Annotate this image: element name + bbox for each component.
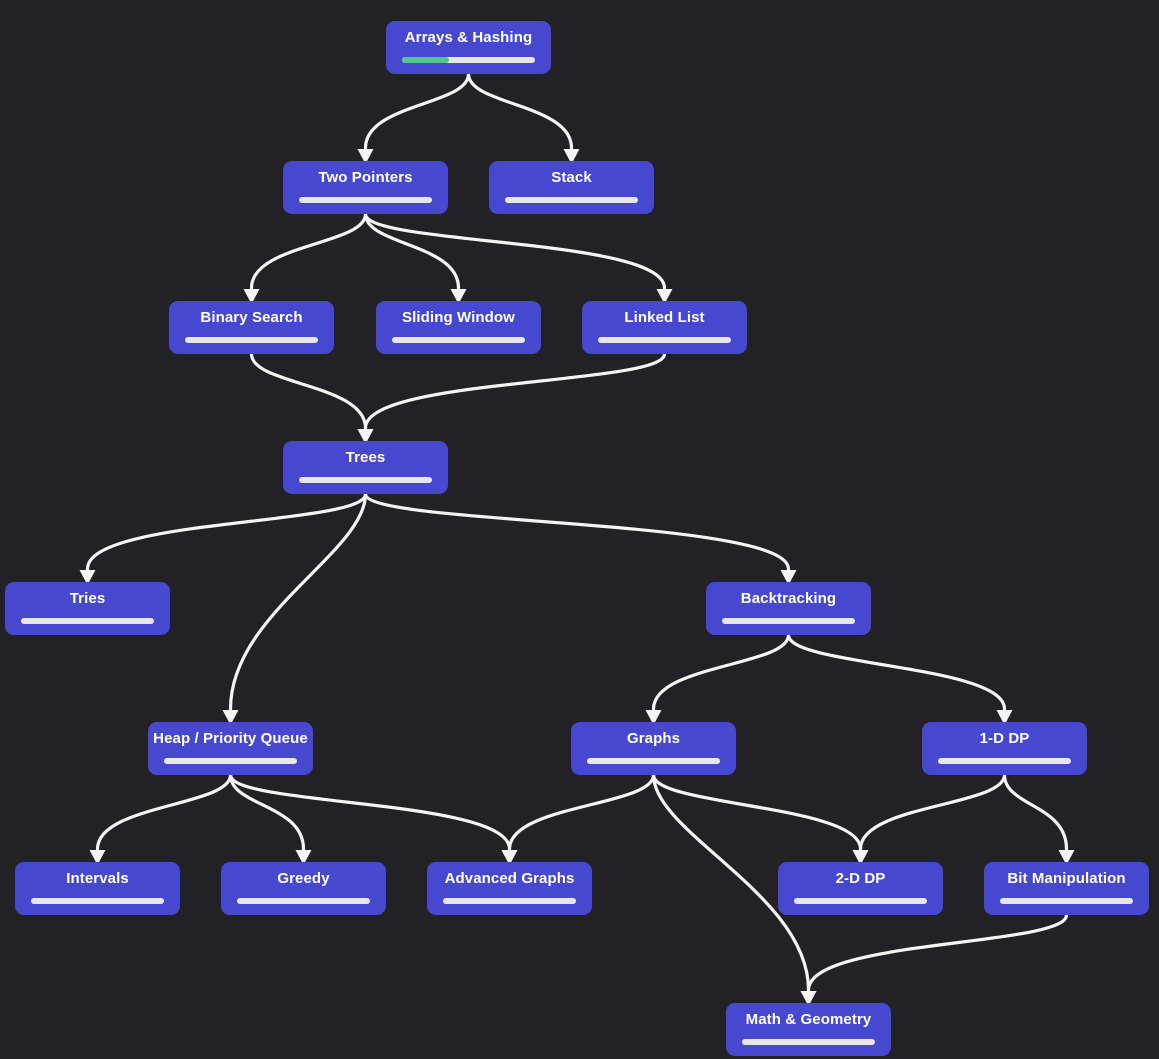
node-progress-bar bbox=[392, 337, 525, 343]
node-label: 1-D DP bbox=[979, 730, 1030, 747]
edge-two-pointers-to-sliding-window bbox=[363, 212, 461, 290]
edge-backtracking-to-graphs bbox=[651, 633, 791, 711]
edge-trees-to-heap bbox=[228, 492, 368, 711]
node-greedy[interactable]: Greedy bbox=[221, 862, 386, 915]
edge-binary-search-to-trees bbox=[249, 352, 368, 430]
node-progress-bar bbox=[794, 898, 927, 904]
node-progress-bar bbox=[938, 758, 1071, 764]
node-label: Binary Search bbox=[200, 309, 303, 326]
edge-heap-to-greedy bbox=[228, 773, 306, 851]
node-progress-bar bbox=[402, 57, 535, 63]
node-two-pointers[interactable]: Two Pointers bbox=[283, 161, 448, 214]
edge-two-pointers-to-binary-search bbox=[249, 212, 368, 290]
node-label: Arrays & Hashing bbox=[404, 29, 533, 46]
node-progress-bar bbox=[299, 197, 432, 203]
node-label: Two Pointers bbox=[318, 169, 413, 186]
node-progress-bar bbox=[237, 898, 370, 904]
node-label: Sliding Window bbox=[402, 309, 515, 326]
edge-backtracking-to-one-d-dp bbox=[786, 633, 1007, 711]
node-progress-bar bbox=[742, 1039, 875, 1045]
node-label: Math & Geometry bbox=[745, 1011, 872, 1028]
node-label: Stack bbox=[551, 169, 592, 186]
node-label: Greedy bbox=[277, 870, 330, 887]
node-progress-bar bbox=[443, 898, 576, 904]
edge-trees-to-backtracking bbox=[363, 492, 791, 571]
edge-one-d-dp-to-bit-manipulation bbox=[1002, 773, 1069, 851]
node-graphs[interactable]: Graphs bbox=[571, 722, 736, 775]
node-progress-bar bbox=[1000, 898, 1133, 904]
node-stack[interactable]: Stack bbox=[489, 161, 654, 214]
node-label: Graphs bbox=[626, 730, 681, 747]
node-trees[interactable]: Trees bbox=[283, 441, 448, 494]
node-progress-bar bbox=[505, 197, 638, 203]
node-tries[interactable]: Tries bbox=[5, 582, 170, 635]
edge-one-d-dp-to-two-d-dp bbox=[858, 773, 1007, 851]
node-one-d-dp[interactable]: 1-D DP bbox=[922, 722, 1087, 775]
edge-graphs-to-two-d-dp bbox=[651, 773, 863, 851]
node-bit-manipulation[interactable]: Bit Manipulation bbox=[984, 862, 1149, 915]
node-label: Heap / Priority Queue bbox=[153, 730, 308, 747]
node-progress-fill bbox=[402, 57, 449, 63]
node-binary-search[interactable]: Binary Search bbox=[169, 301, 334, 354]
node-label: Intervals bbox=[66, 870, 129, 887]
node-label: Tries bbox=[69, 590, 106, 607]
edge-bit-manipulation-to-math-geometry bbox=[806, 913, 1069, 992]
node-progress-bar bbox=[185, 337, 318, 343]
node-heap[interactable]: Heap / Priority Queue bbox=[148, 722, 313, 775]
node-progress-bar bbox=[598, 337, 731, 343]
edge-linked-list-to-trees bbox=[363, 352, 667, 430]
edge-heap-to-intervals bbox=[95, 773, 233, 851]
edge-arrays-hashing-to-stack bbox=[466, 72, 574, 150]
node-sliding-window[interactable]: Sliding Window bbox=[376, 301, 541, 354]
edge-graphs-to-advanced-graphs bbox=[507, 773, 656, 851]
node-progress-bar bbox=[722, 618, 855, 624]
node-backtracking[interactable]: Backtracking bbox=[706, 582, 871, 635]
node-two-d-dp[interactable]: 2-D DP bbox=[778, 862, 943, 915]
node-label: Linked List bbox=[624, 309, 705, 326]
edge-heap-to-advanced-graphs bbox=[228, 773, 512, 851]
node-progress-bar bbox=[164, 758, 297, 764]
node-label: Bit Manipulation bbox=[1007, 870, 1126, 887]
node-advanced-graphs[interactable]: Advanced Graphs bbox=[427, 862, 592, 915]
node-label: Advanced Graphs bbox=[444, 870, 575, 887]
node-math-geometry[interactable]: Math & Geometry bbox=[726, 1003, 891, 1056]
node-progress-bar bbox=[31, 898, 164, 904]
node-label: Trees bbox=[345, 449, 386, 466]
edge-two-pointers-to-linked-list bbox=[363, 212, 667, 290]
node-label: 2-D DP bbox=[835, 870, 886, 887]
node-intervals[interactable]: Intervals bbox=[15, 862, 180, 915]
node-arrays-hashing[interactable]: Arrays & Hashing bbox=[386, 21, 551, 74]
node-linked-list[interactable]: Linked List bbox=[582, 301, 747, 354]
node-label: Backtracking bbox=[740, 590, 837, 607]
edge-trees-to-tries bbox=[85, 492, 368, 571]
node-progress-bar bbox=[587, 758, 720, 764]
edge-arrays-hashing-to-two-pointers bbox=[363, 72, 471, 150]
node-progress-bar bbox=[21, 618, 154, 624]
node-progress-bar bbox=[299, 477, 432, 483]
